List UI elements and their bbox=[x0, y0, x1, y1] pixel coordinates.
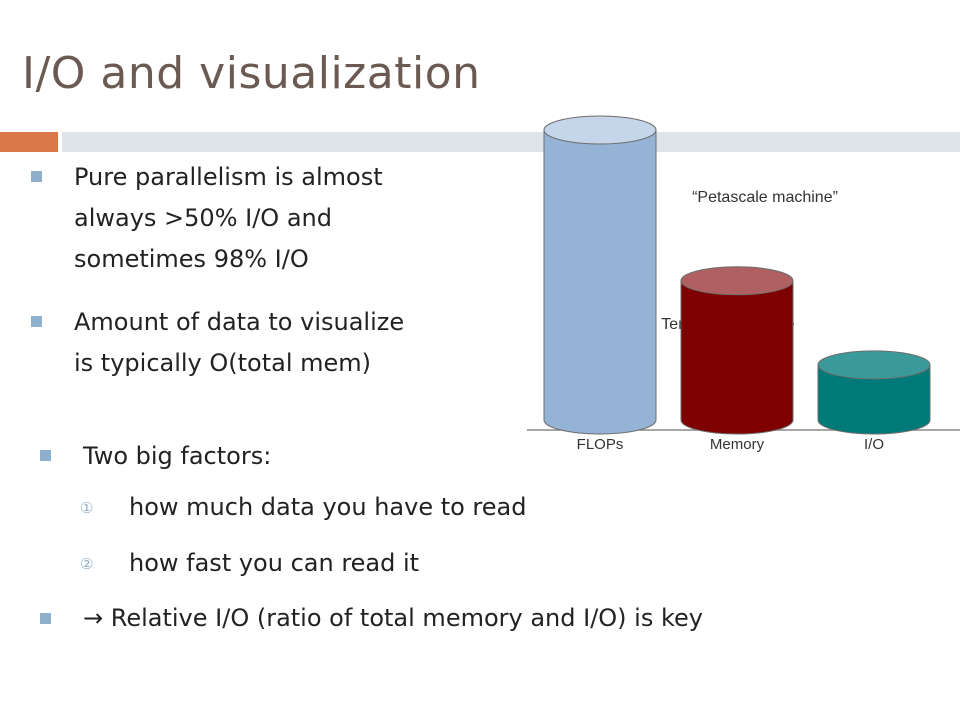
bar-top-memory bbox=[680, 266, 794, 296]
bullet-line: Amount of data to visualize bbox=[74, 308, 405, 336]
slide-title: I/O and visualization bbox=[22, 48, 481, 99]
x-tick-label: I/O bbox=[864, 436, 884, 453]
factors-conclusion: → Relative I/O (ratio of total memory an… bbox=[83, 604, 703, 632]
bullet-square bbox=[40, 450, 51, 461]
title-rule-bar bbox=[62, 132, 960, 152]
bullet-line: sometimes 98% I/O bbox=[74, 245, 309, 273]
chart-annotation-petascale: “Petascale machine” bbox=[692, 189, 838, 206]
factor-item: how fast you can read it bbox=[129, 549, 420, 577]
bullet-square bbox=[31, 171, 42, 182]
bullet-line: is typically O(total mem) bbox=[74, 349, 372, 377]
bar-io bbox=[817, 364, 931, 435]
x-tick-label: FLOPs bbox=[577, 436, 624, 453]
bullet-square bbox=[40, 613, 51, 624]
bullet-line: always >50% I/O and bbox=[74, 204, 332, 232]
bar-memory bbox=[680, 280, 794, 435]
bar-top-io bbox=[817, 350, 931, 380]
bar-top-flops bbox=[543, 115, 657, 145]
factors-heading: Two big factors: bbox=[83, 442, 272, 470]
bullet-parallelism: Pure parallelism is almost always >50% I… bbox=[74, 157, 383, 280]
bar-flops bbox=[543, 129, 657, 435]
x-tick-label: Memory bbox=[710, 436, 765, 453]
factor-item: how much data you have to read bbox=[129, 493, 527, 521]
bullet-square bbox=[31, 316, 42, 327]
factor-marker: ① bbox=[80, 499, 94, 517]
factor-marker: ② bbox=[80, 555, 94, 573]
bullet-line: Pure parallelism is almost bbox=[74, 163, 383, 191]
title-accent-bar bbox=[0, 132, 58, 152]
bullet-data-amount: Amount of data to visualize is typically… bbox=[74, 302, 404, 384]
